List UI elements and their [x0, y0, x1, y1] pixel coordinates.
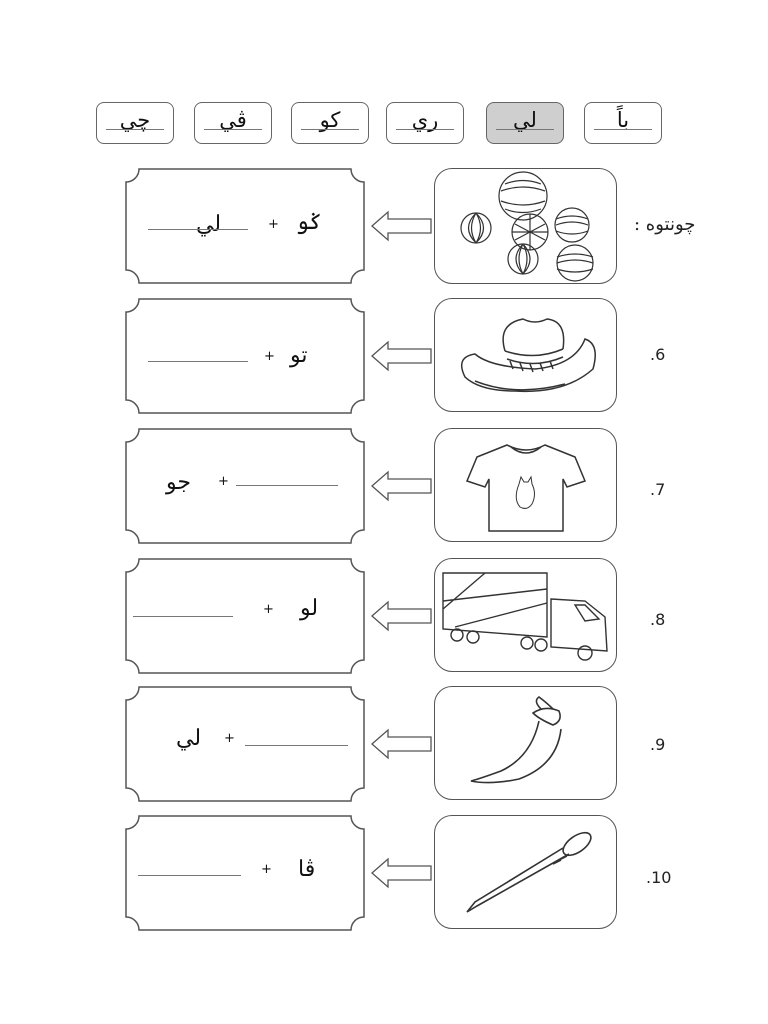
marbles-image [434, 168, 617, 284]
word-choice-label: كو [319, 108, 341, 132]
word-choice-pi[interactable]: ڤي [194, 102, 272, 144]
answer-card [125, 428, 365, 544]
answer-blank[interactable] [133, 616, 233, 617]
blank-line [204, 129, 262, 130]
word-choice-ci[interactable]: چي [96, 102, 174, 144]
word-choice-ko[interactable]: كو [291, 102, 369, 144]
answer-text: لي [196, 212, 222, 237]
plus-sign: + [263, 602, 274, 617]
answer-blank[interactable] [148, 229, 248, 230]
arrow-left-icon [371, 210, 432, 242]
arrow-left-icon [371, 857, 432, 889]
answer-blank[interactable] [236, 485, 338, 486]
answer-card [125, 168, 365, 284]
tshirt-image [434, 428, 617, 542]
arrow-left-icon [371, 340, 432, 372]
word-choice-label: لي [513, 108, 537, 132]
question-number: .8 [650, 610, 666, 629]
answer-card [125, 298, 365, 414]
chili-image [434, 686, 617, 800]
given-syllable: لي [176, 726, 202, 751]
answer-card [125, 558, 365, 674]
hat-image [434, 298, 617, 412]
given-syllable: ڤا [298, 857, 316, 882]
blank-line [106, 129, 164, 130]
blank-line [301, 129, 359, 130]
truck-image [434, 558, 617, 672]
word-choice-label: ڤي [219, 108, 247, 132]
answer-blank[interactable] [138, 875, 241, 876]
blank-line [396, 129, 454, 130]
word-choice-label: چي [119, 108, 151, 132]
word-choice-ba[interactable]: باً [584, 102, 662, 144]
arrow-left-icon [371, 600, 432, 632]
question-number: .10 [646, 868, 672, 887]
question-number: .6 [650, 345, 666, 364]
plus-sign: + [218, 474, 229, 489]
blank-line [594, 129, 652, 130]
blank-line [496, 129, 554, 130]
example-label: چونتوه : [634, 214, 696, 235]
given-syllable: لو [300, 596, 319, 621]
question-number: .7 [650, 480, 666, 499]
word-choice-ri[interactable]: ري [386, 102, 464, 144]
word-choice-label: ري [411, 108, 439, 132]
given-syllable: جو [166, 470, 191, 495]
answer-blank[interactable] [245, 745, 348, 746]
answer-card [125, 686, 365, 802]
plus-sign: + [264, 349, 275, 364]
given-syllable: ݢو [296, 210, 322, 235]
answer-blank[interactable] [148, 361, 248, 362]
plus-sign: + [224, 731, 235, 746]
nail-image [434, 815, 617, 929]
answer-card [125, 815, 365, 931]
arrow-left-icon [371, 470, 432, 502]
plus-sign: + [268, 217, 279, 232]
arrow-left-icon [371, 728, 432, 760]
given-syllable: تو [290, 343, 308, 368]
word-choice-li[interactable]: لي [486, 102, 564, 144]
question-number: .9 [650, 735, 666, 754]
word-choice-label: باً [616, 108, 630, 132]
plus-sign: + [261, 862, 272, 877]
